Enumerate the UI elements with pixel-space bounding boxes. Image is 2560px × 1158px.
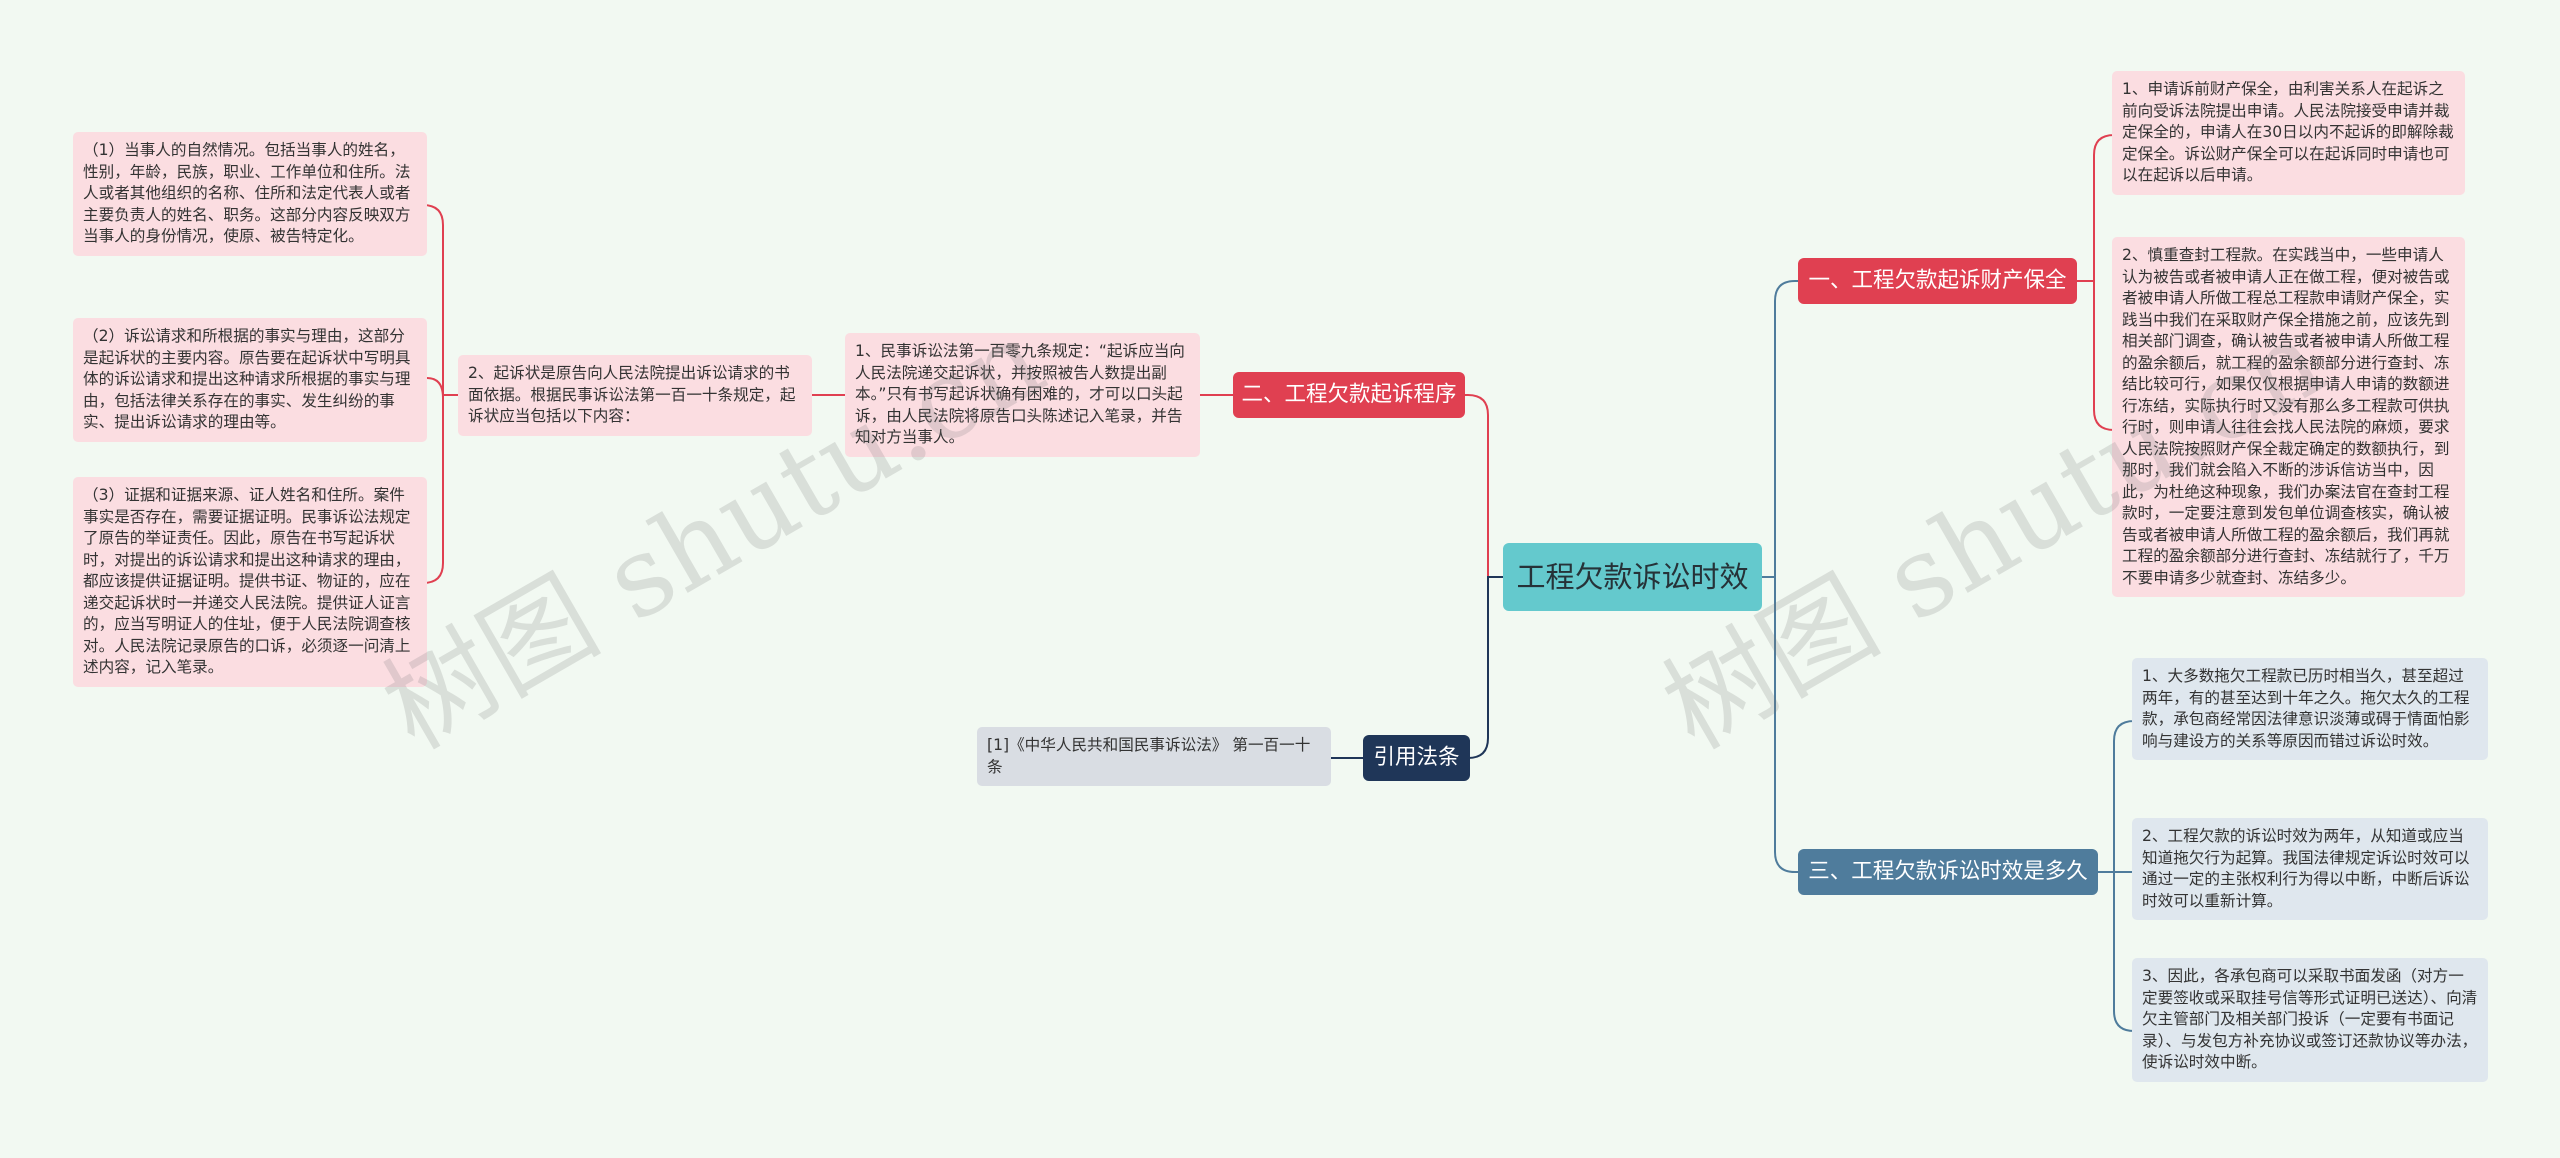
- branch-filing-procedure[interactable]: 二、工程欠款起诉程序: [1233, 372, 1465, 418]
- edge-root-b2: [1465, 394, 1503, 578]
- leaf-complaint-content-3[interactable]: （3）证据和证据来源、证人姓名和住所。案件事实是否存在，需要证据证明。民事诉讼法…: [73, 477, 427, 687]
- edge-root-b3: [1762, 576, 1798, 873]
- leaf-limitation-2[interactable]: 2、工程欠款的诉讼时效为两年，从知道或应当知道拖欠行为起算。我国法律规定诉讼时效…: [2132, 818, 2488, 920]
- leaf-procedure-2[interactable]: 2、起诉状是原告向人民法院提出诉讼请求的书面依据。根据民事诉讼法第一百一十条规定…: [458, 355, 812, 436]
- edge-b1-leaf2: [2077, 280, 2115, 431]
- edge-mid2-sub1: [422, 204, 458, 396]
- edge-b1-leaf1: [2077, 134, 2115, 282]
- branch-property-preservation[interactable]: 一、工程欠款起诉财产保全: [1798, 258, 2077, 304]
- edge-mid2-sub3: [422, 394, 458, 584]
- leaf-limitation-1[interactable]: 1、大多数拖欠工程款已历时相当久，甚至超过两年，有的甚至达到十年之久。拖欠太久的…: [2132, 658, 2488, 760]
- branch-cited-law[interactable]: 引用法条: [1363, 735, 1470, 781]
- edge-root-b1: [1762, 280, 1798, 578]
- leaf-cited-law[interactable]: [1]《中华人民共和国民事诉讼法》 第一百一十条: [977, 727, 1331, 786]
- root-topic[interactable]: 工程欠款诉讼时效: [1503, 543, 1762, 611]
- edge-b3-leaf3: [2098, 871, 2135, 1032]
- leaf-preservation-2[interactable]: 2、慎重查封工程款。在实践当中，一些申请人认为被告或者被申请人正在做工程，便对被…: [2112, 237, 2465, 597]
- leaf-preservation-1[interactable]: 1、申请诉前财产保全，由利害关系人在起诉之前向受诉法院提出申请。人民法院接受申请…: [2112, 71, 2465, 195]
- leaf-procedure-1[interactable]: 1、民事诉讼法第一百零九条规定：“起诉应当向人民法院递交起诉状，并按照被告人数提…: [845, 333, 1200, 457]
- edge-b3-leaf1: [2098, 720, 2135, 873]
- leaf-complaint-content-2[interactable]: （2）诉讼请求和所根据的事实与理由，这部分是起诉状的主要内容。原告要在起诉状中写…: [73, 318, 427, 442]
- leaf-complaint-content-1[interactable]: （1）当事人的自然情况。包括当事人的姓名，性别，年龄，民族，职业、工作单位和住所…: [73, 132, 427, 256]
- branch-limitation-period[interactable]: 三、工程欠款诉讼时效是多久: [1798, 849, 2098, 895]
- edge-root-b4: [1465, 576, 1503, 759]
- leaf-limitation-3[interactable]: 3、因此，各承包商可以采取书面发函（对方一定要签收或采取挂号信等形式证明已送达）…: [2132, 958, 2488, 1082]
